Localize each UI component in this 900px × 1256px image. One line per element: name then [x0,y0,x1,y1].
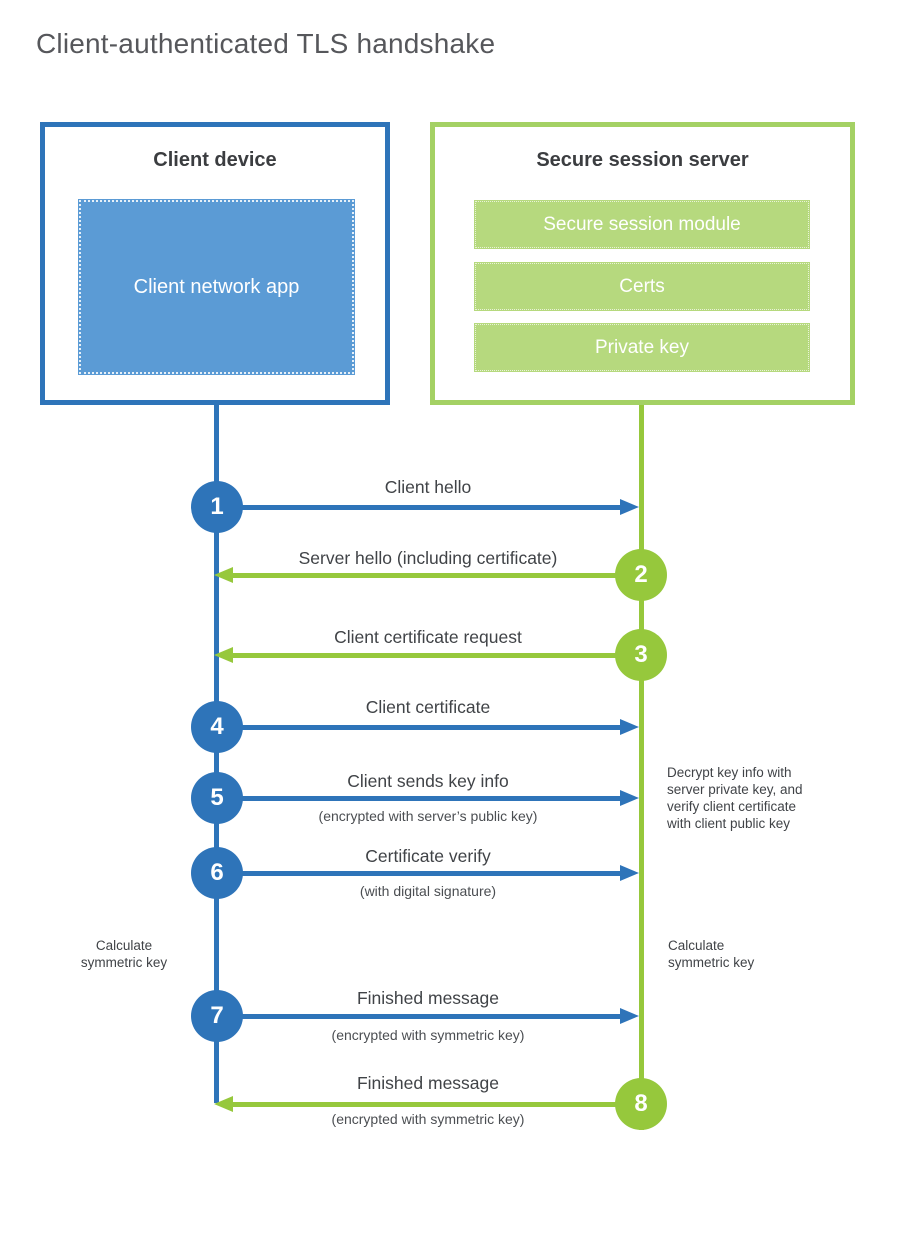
step-3-arrow [232,653,641,658]
calculate-symmetric-key-server-note: Calculate symmetric key [668,938,755,970]
step-1-arrow [217,505,621,510]
step-6-label: Certificate verify [365,846,491,866]
step-6-arrowhead-icon [620,865,639,881]
secure-session-server-title: Secure session server [536,149,749,171]
secure-session-module-bar: Secure session module [474,200,810,249]
step-3-arrowhead-icon [214,647,233,663]
step-1-arrowhead-icon [620,499,639,515]
step-6-circle: 6 [191,847,243,899]
step-5-label: Client sends key info [347,771,509,791]
step-5-circle: 5 [191,772,243,824]
private-key-bar: Private key [474,323,810,372]
step-2-arrow [232,573,641,578]
client-network-app-label: Client network app [133,276,300,298]
step-7-circle: 7 [191,990,243,1042]
step-3-circle: 3 [615,629,667,681]
step-5-sublabel: (encrypted with server’s public key) [318,808,538,824]
step-8-arrow [232,1102,641,1107]
step-2-arrowhead-icon [214,567,233,583]
client-lifeline [214,405,219,1103]
step-4-label: Client certificate [365,697,491,717]
step-4-circle: 4 [191,701,243,753]
step-7-arrowhead-icon [620,1008,639,1024]
step-2-circle: 2 [615,549,667,601]
step-8-arrowhead-icon [214,1096,233,1112]
step-1-circle: 1 [191,481,243,533]
step-7-sublabel: (encrypted with symmetric key) [331,1027,525,1043]
server-lifeline [639,405,644,1130]
step-7-arrow [217,1014,621,1019]
step-7-label: Finished message [356,988,500,1008]
client-network-app-box: Client network app [78,199,355,375]
step-4-arrowhead-icon [620,719,639,735]
step-5-arrow [217,796,621,801]
step-4-arrow [217,725,621,730]
step-8-circle: 8 [615,1078,667,1130]
step-8-sublabel: (encrypted with symmetric key) [331,1111,525,1127]
page-title: Client-authenticated TLS handshake [36,28,496,59]
step-5-arrowhead-icon [620,790,639,806]
step-8-label: Finished message [356,1073,500,1093]
client-device-title: Client device [153,149,277,171]
step-6-sublabel: (with digital signature) [359,883,497,899]
step-2-label: Server hello (including certificate) [298,548,558,568]
certs-bar: Certs [474,262,810,311]
step-1-label: Client hello [384,477,472,497]
calculate-symmetric-key-client-note: Calculate symmetric key [80,938,168,970]
step-3-label: Client certificate request [334,627,522,647]
step-6-arrow [217,871,621,876]
decrypt-key-note: Decrypt key info with server private key… [667,765,803,831]
